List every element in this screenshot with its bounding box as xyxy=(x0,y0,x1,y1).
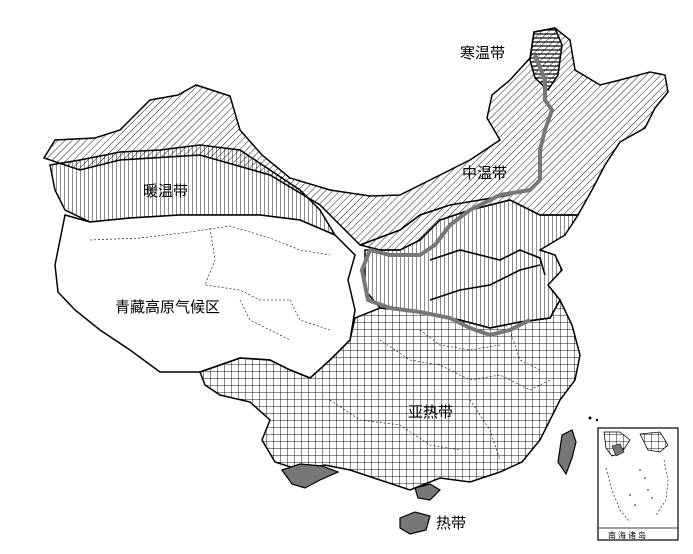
cold-temperate-zone xyxy=(529,27,563,92)
tropical-zone-south-coast xyxy=(414,483,441,501)
label-cold-temperate: 寒温带 xyxy=(460,44,505,62)
provincial-borders xyxy=(89,225,551,461)
label-plateau: 青藏高原气候区 xyxy=(115,298,220,316)
tropical-zone-southwest xyxy=(281,463,340,489)
east-sea-islands xyxy=(588,416,599,422)
label-warm-temperate: 暖温带 xyxy=(143,182,188,200)
label-mid-temperate: 中温带 xyxy=(462,164,507,182)
label-tropical: 热带 xyxy=(436,514,466,532)
subtropical-zone xyxy=(199,298,581,491)
tropical-zone-taiwan xyxy=(557,429,577,476)
tropical-zone-hainan xyxy=(399,511,431,535)
mid-cold-temperate-boundary xyxy=(360,54,554,337)
plateau-climate-zone xyxy=(54,214,356,379)
inset-label: 南海诸岛 xyxy=(608,530,648,540)
south-china-sea-inset: 南海诸岛 xyxy=(597,427,679,541)
label-subtropical: 亚热带 xyxy=(408,403,453,421)
zone-boundaries xyxy=(359,194,546,301)
